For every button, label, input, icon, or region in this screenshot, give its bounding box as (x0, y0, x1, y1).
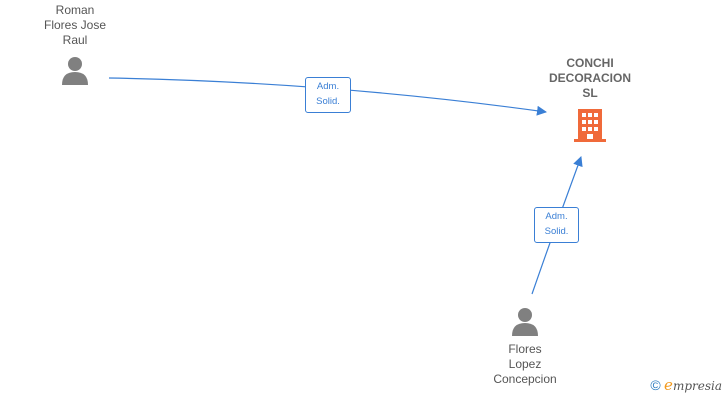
node-label: CONCHI DECORACION SL (548, 56, 631, 100)
node-label: Roman Flores Jose Raul (43, 3, 107, 47)
node-label: Flores Lopez Concepcion (493, 342, 557, 386)
edge-label-flores-lopez[interactable]: Adm. Solid. (534, 207, 579, 243)
edge-label-roman[interactable]: Adm. Solid. (305, 77, 351, 113)
node-roman-flores-jose-raul[interactable]: Roman Flores Jose Raul (30, 3, 120, 87)
node-conchi-decoracion-sl[interactable]: CONCHI DECORACION SL (535, 56, 645, 143)
copyright-icon: © (650, 377, 661, 393)
person-icon (512, 308, 538, 336)
empresia-logo: © empresia (650, 376, 722, 394)
building-icon (574, 109, 606, 142)
person-icon (62, 57, 88, 85)
node-flores-lopez-concepcion[interactable]: Flores Lopez Concepcion (480, 306, 570, 387)
